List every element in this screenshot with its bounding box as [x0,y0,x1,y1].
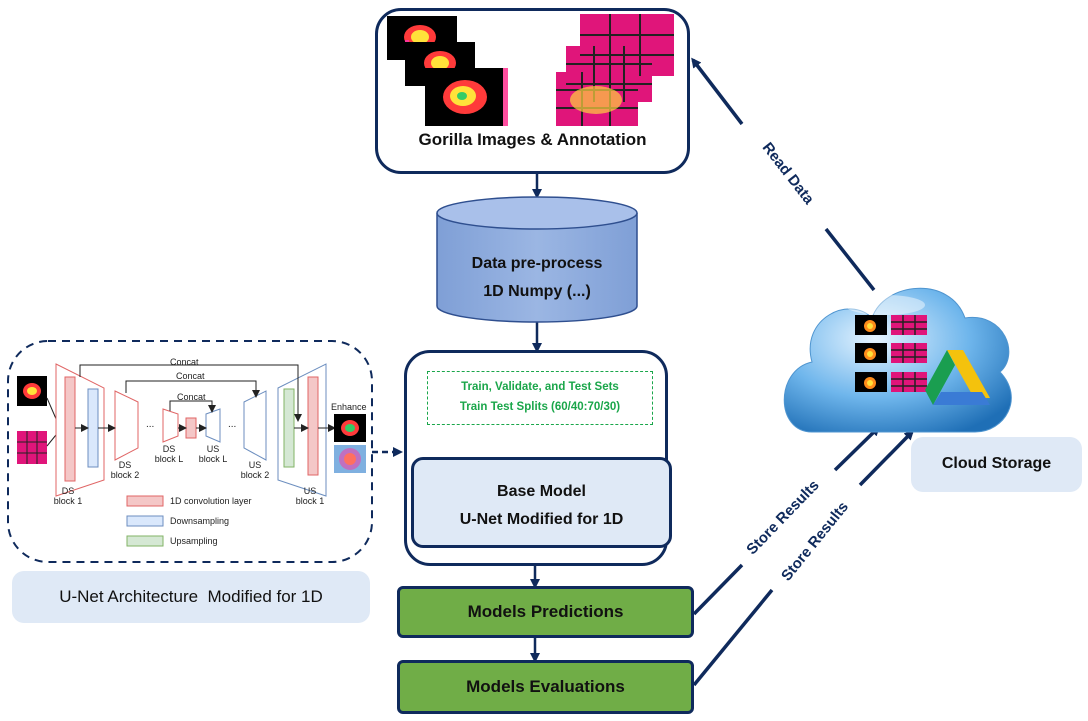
unet-block-ds2-l2: block 2 [110,470,140,480]
unet-block-ds2-l1: DS [118,460,132,470]
cloud-storage-label: Cloud Storage [941,455,1052,472]
unet-block-dsl-l2: block L [154,454,184,464]
data-cylinder [436,196,638,323]
unet-block-ds1-l2: block 1 [53,496,83,506]
drive-logo-icon [925,350,990,405]
unet-concat-top: Concat [170,357,199,367]
unet-block-dsl-l1: DS [162,444,176,454]
splits-box [427,371,653,425]
unet-block-us2: US block 2 [237,460,273,480]
cloud-storage-pill [911,437,1082,492]
base-model-line1: Base Model [497,483,586,500]
splits-line2: Train Test Splits (60/40:70/30) [459,401,621,413]
models-evaluations-label: Models Evaluations [466,677,625,696]
cylinder-line1: Data pre-process [471,255,603,272]
arrow-read-data-upper [691,57,744,126]
cylinder-line2: 1D Numpy (...) [483,283,591,300]
unet-block-us1-l1: US [303,486,317,496]
gorilla-images-box [375,8,690,174]
arrow-store-results-2-upper [858,429,915,487]
annotation-mask-stack [556,14,674,126]
cloud-thumbnails [855,315,927,392]
unet-block-usl: US block L [195,444,231,464]
models-predictions-label: Models Predictions [467,602,624,621]
unet-concat-inner: Concat [177,392,206,402]
unet-enhance: Enhance [331,402,367,412]
gorilla-images-label: Gorilla Images & Annotation [418,130,647,149]
models-evaluations-box: Models Evaluations [397,660,694,714]
legend-conv: 1D convolution layer [170,496,252,506]
unet-block-us1: US block 1 [292,486,328,506]
unet-diagram [17,363,366,547]
arrow-store-results-1-lower [692,563,744,616]
splits-line1: Train, Validate, and Test Sets [461,381,619,393]
models-predictions-box: Models Predictions [397,586,694,638]
unet-caption-pill [12,571,370,623]
unet-block-us2-l2: block 2 [240,470,270,480]
unet-block-ds1: DS block 1 [50,486,86,506]
unet-block-us2-l1: US [248,460,262,470]
base-model-line2: U-Net Modified for 1D [459,511,624,528]
unet-ellipsis-right: ... [228,419,237,430]
gorilla-thermal-stack [387,16,508,126]
legend-upsampling: Upsampling [170,536,218,546]
unet-block-ds1-l1: DS [61,486,75,496]
unet-ellipsis-left: ... [146,419,155,430]
unet-caption: U-Net Architecture Modified for 1D [59,587,323,606]
unet-block-ds2: DS block 2 [107,460,143,480]
unet-block-usl-l1: US [206,444,220,454]
unet-block-us1-l2: block 1 [295,496,325,506]
arrow-store-results-1-upper [833,425,881,472]
arrow-store-results-2-lower [692,588,774,687]
unet-block-dsl: DS block L [151,444,187,464]
legend-downsampling: Downsampling [170,516,230,526]
arrow-read-data-lower [824,227,876,292]
base-model-box [411,457,672,548]
unet-concat-mid: Concat [176,371,205,381]
unet-block-usl-l2: block L [198,454,228,464]
